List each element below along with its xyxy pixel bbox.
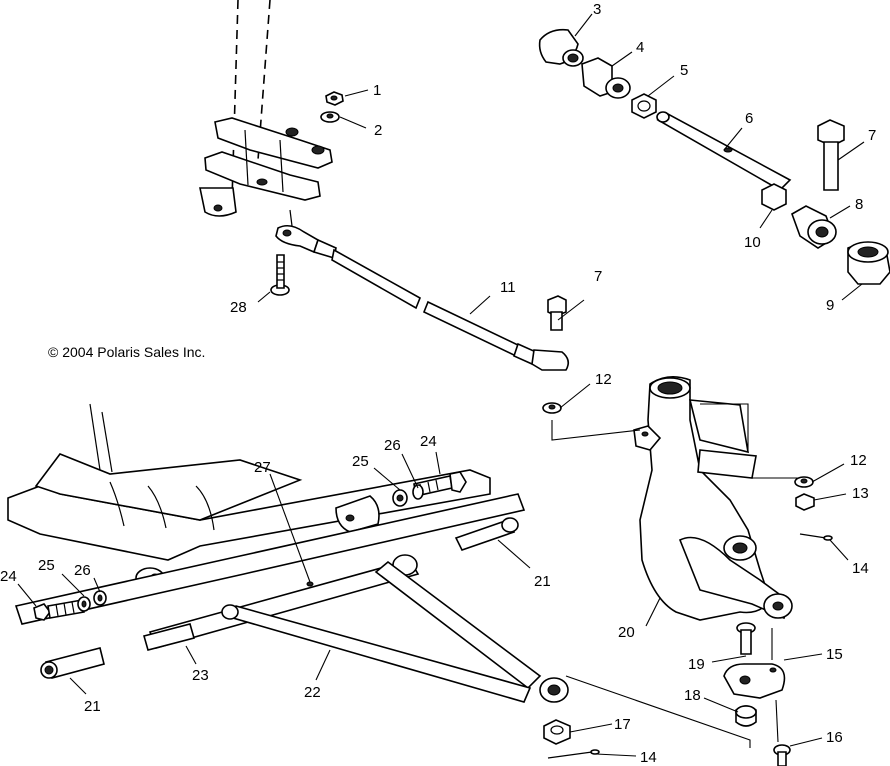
castle-nut-17 (543, 719, 571, 745)
tie-rod-tube-6 (656, 111, 792, 191)
bolt-7-short (547, 295, 567, 331)
callout-14-lower: 14 (640, 749, 657, 766)
washer-26-lower (93, 590, 107, 606)
bolt-28 (270, 254, 290, 296)
jam-nut-5 (631, 93, 657, 119)
tie-rod-11 (275, 224, 570, 371)
callout-28: 28 (230, 299, 247, 316)
steering-post-assembly (199, 0, 333, 227)
nut-13 (795, 493, 815, 511)
callout-14-upper: 14 (852, 560, 869, 577)
washer-25-lower (77, 596, 91, 612)
assembly-connector-lines (551, 403, 800, 748)
bushing-21-left (40, 647, 105, 679)
callout-7-mid: 7 (594, 268, 602, 285)
callout-22: 22 (304, 684, 321, 701)
bushing-23 (143, 623, 195, 651)
callout-20: 20 (618, 624, 635, 641)
rod-end-4 (581, 57, 631, 99)
callout-15: 15 (826, 646, 843, 663)
rod-end-8 (791, 205, 837, 249)
cotter-pin-14-upper (799, 533, 833, 541)
bolt-24-lower (33, 599, 85, 621)
callout-21-right: 21 (534, 573, 551, 590)
screw-16 (773, 744, 791, 766)
callout-7-upper: 7 (868, 127, 876, 144)
frame-section (7, 403, 526, 625)
rod-end-3 (538, 28, 584, 67)
callout-8: 8 (855, 196, 863, 213)
bolt-7-long (817, 119, 845, 191)
callout-13: 13 (852, 485, 869, 502)
callout-24-upper: 24 (420, 433, 437, 450)
washer-2 (320, 111, 340, 123)
callout-19: 19 (688, 656, 705, 673)
callout-26-upper: 26 (384, 437, 401, 454)
callout-11: 11 (500, 279, 516, 296)
callout-2: 2 (374, 122, 382, 139)
callout-25-upper: 25 (352, 453, 369, 470)
cotter-pin-14-lower (547, 749, 600, 759)
callout-27: 27 (254, 459, 271, 476)
callout-1: 1 (373, 82, 381, 99)
boot-9 (847, 241, 890, 285)
callout-4: 4 (636, 39, 644, 56)
callout-12-left: 12 (595, 371, 612, 388)
bolt-19 (736, 622, 756, 655)
dust-cap-18 (735, 705, 757, 727)
callout-25-lower: 25 (38, 557, 55, 574)
callout-26-lower: 26 (74, 562, 91, 579)
washer-12-left (542, 402, 562, 414)
callout-16: 16 (826, 729, 843, 746)
a-arm-22 (148, 554, 569, 703)
callout-24-lower: 24 (0, 568, 17, 585)
callout-5: 5 (680, 62, 688, 79)
copyright-notice: © 2004 Polaris Sales Inc. (48, 344, 205, 360)
washer-26-upper (412, 484, 424, 500)
callout-9: 9 (826, 297, 834, 314)
bracket-15 (723, 663, 786, 699)
callout-18: 18 (684, 687, 701, 704)
callout-21-left: 21 (84, 698, 101, 715)
nut-1 (325, 91, 344, 106)
spindle-20 (633, 376, 793, 621)
jam-nut-10 (761, 183, 787, 211)
callout-3: 3 (593, 1, 601, 18)
callout-10: 10 (744, 234, 761, 251)
callout-6: 6 (745, 110, 753, 127)
washer-25-upper (392, 489, 408, 507)
bushing-21-right (454, 517, 519, 551)
callout-12-right: 12 (850, 452, 867, 469)
callout-23: 23 (192, 667, 209, 684)
callout-17: 17 (614, 716, 631, 733)
leader-lines (17, 13, 865, 757)
